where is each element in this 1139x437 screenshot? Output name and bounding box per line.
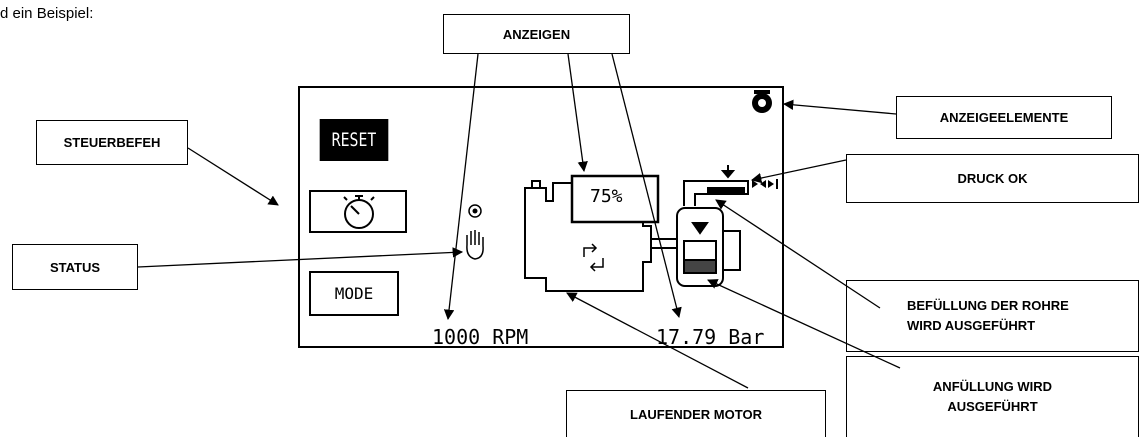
rpm-readout: 1000 RPM — [432, 325, 529, 349]
hand-icon — [466, 230, 484, 260]
callout-status: STATUS — [12, 244, 138, 290]
arrow-anzeigen-percent — [567, 53, 588, 173]
callout-status-label: STATUS — [49, 259, 101, 275]
callout-anfuellung-line2: AUSGEFÜHRT — [947, 399, 1038, 414]
callout-druck-ok: DRUCK OK — [846, 154, 1139, 203]
pump-icon — [676, 207, 741, 287]
alarm-icon — [752, 90, 772, 113]
arrow-anzeigeelemente — [782, 99, 897, 115]
arrow-anfuellung — [707, 279, 901, 369]
callout-anzeigen-label: ANZEIGEN — [502, 26, 571, 42]
arrow-laufender-motor — [566, 292, 749, 389]
pipe-icon — [651, 165, 749, 249]
callout-anzeigen: ANZEIGEN — [443, 14, 630, 54]
callout-steuerbefeh: STEUERBEFEH — [36, 120, 188, 165]
arrow-anzeigen-pressure — [611, 53, 682, 319]
stopwatch-icon — [343, 195, 375, 229]
arrow-anzeigen-rpm — [443, 53, 479, 321]
status-indicator — [466, 204, 484, 260]
callout-anfuellung: ANFÜLLUNG WIRD AUSGEFÜHRT — [846, 356, 1139, 437]
arrow-druck-ok — [750, 159, 847, 184]
callout-laufender-motor-label: LAUFENDER MOTOR — [630, 406, 762, 422]
valve-icon — [752, 179, 778, 189]
arrow-status — [137, 247, 464, 268]
arrow-steuerbefeh — [187, 147, 279, 206]
callout-befuellung: BEFÜLLUNG DER ROHRE WIRD AUSGEFÜHRT — [846, 280, 1139, 352]
load-percent: 75% — [590, 186, 623, 207]
callout-anzeigeelemente: ANZEIGEELEMENTE — [896, 96, 1112, 139]
callout-druck-ok-label: DRUCK OK — [957, 171, 1028, 186]
mode-button[interactable]: MODE — [309, 271, 399, 316]
timer-button[interactable] — [309, 190, 407, 233]
callout-befuellung-line1: BEFÜLLUNG DER ROHRE — [907, 298, 1069, 313]
arrow-befuellung — [715, 199, 881, 309]
record-icon — [468, 204, 482, 218]
callout-anfuellung-line1: ANFÜLLUNG WIRD — [932, 379, 1053, 394]
callout-laufender-motor: LAUFENDER MOTOR — [566, 390, 826, 437]
callout-befuellung-line2: WIRD AUSGEFÜHRT — [907, 318, 1036, 333]
pump-diagram — [524, 90, 778, 292]
engine-icon — [524, 174, 660, 292]
callout-steuerbefeh-label: STEUERBEFEH — [63, 135, 161, 150]
control-panel-screen: RESET MODE 1000 RPM 17.79 Bar — [298, 86, 784, 349]
rotate-icon — [583, 243, 604, 272]
callout-anzeigeelemente-label: ANZEIGEELEMENTE — [939, 110, 1069, 125]
pressure-readout: 17.79 Bar — [656, 325, 765, 349]
intro-text: d ein Beispiel: — [0, 5, 94, 22]
reset-button[interactable]: RESET — [319, 119, 389, 161]
